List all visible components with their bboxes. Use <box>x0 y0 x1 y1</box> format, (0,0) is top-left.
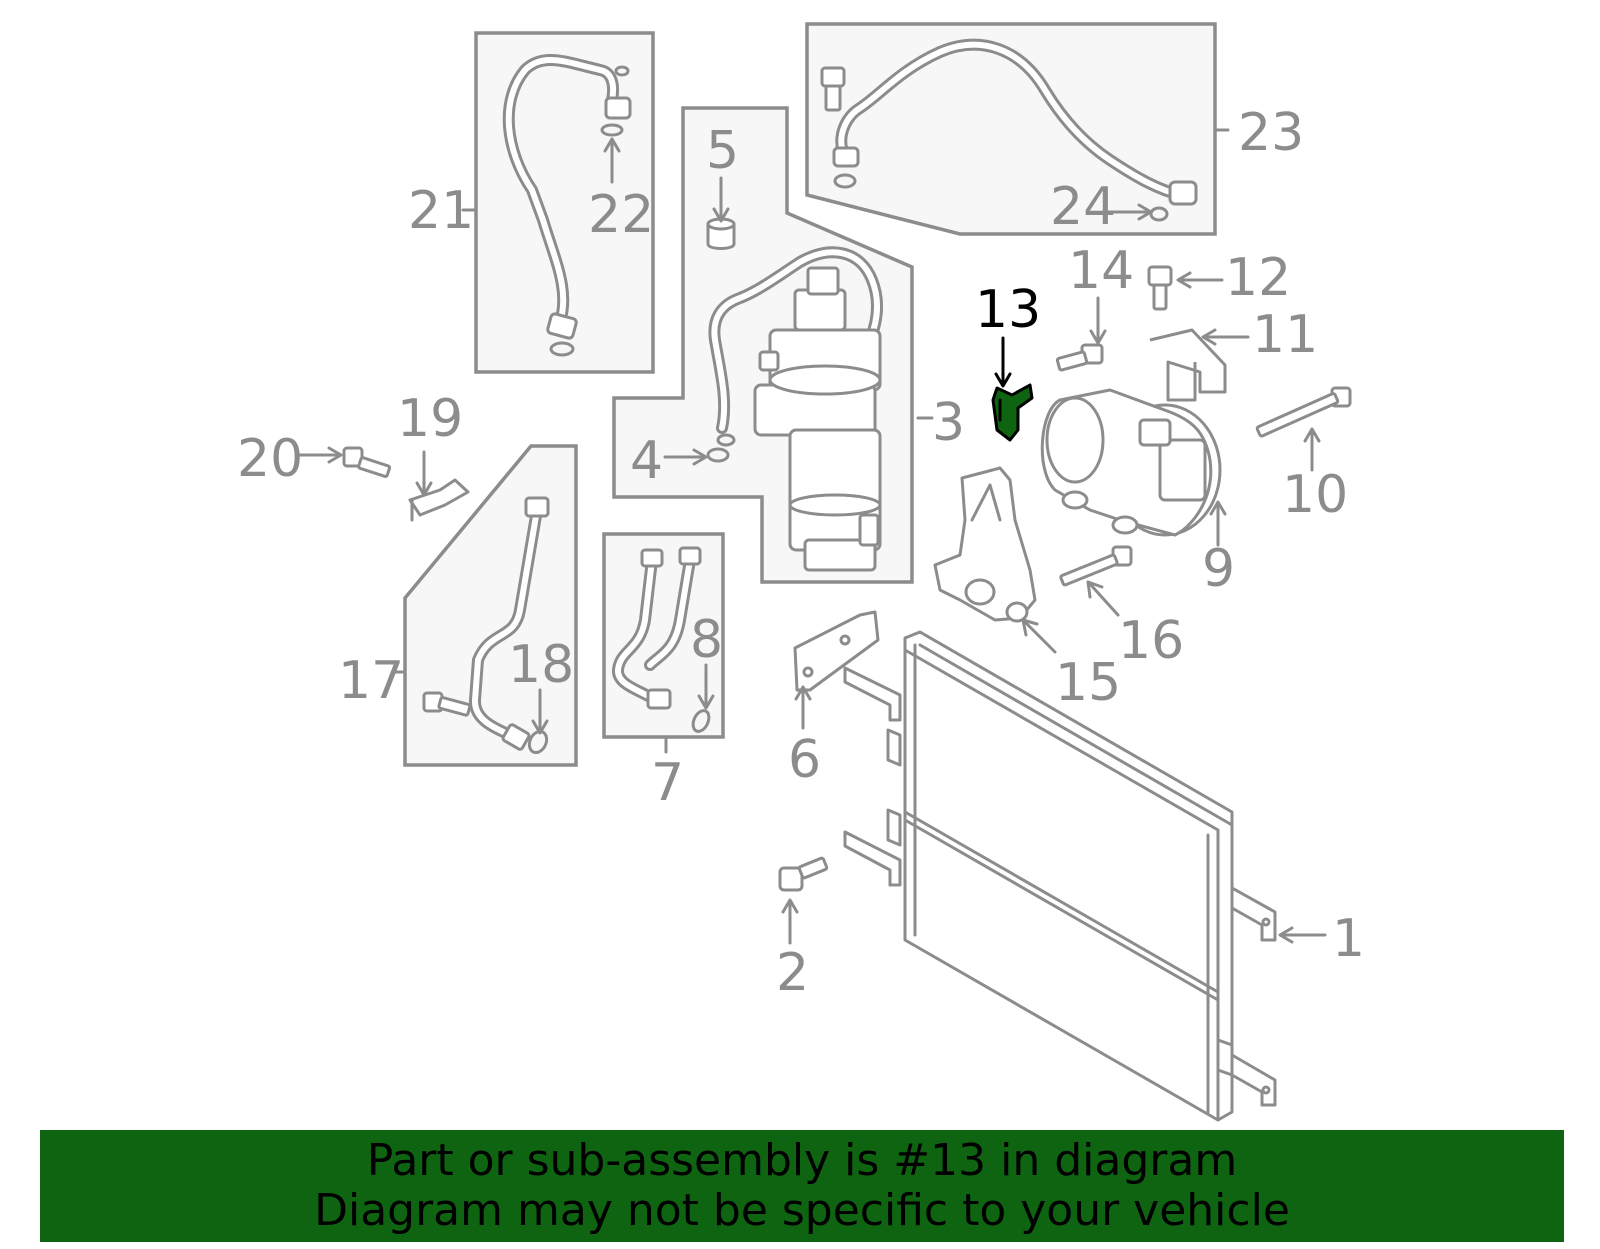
callout-6: 6 <box>788 730 821 790</box>
callout-23: 23 <box>1238 103 1304 163</box>
bolt-16 <box>1059 545 1133 587</box>
callout-15: 15 <box>1055 653 1121 713</box>
callout-3: 3 <box>932 393 965 453</box>
compressor-9 <box>1040 388 1222 537</box>
accumulator-3 <box>708 246 883 572</box>
bolt-17 <box>422 691 472 717</box>
callout-7: 7 <box>651 753 684 813</box>
bracket-11 <box>1149 328 1227 402</box>
banner-line-part: Part or sub-assembly is #13 in diagram <box>366 1135 1238 1186</box>
clip-19 <box>408 478 470 522</box>
banner-line-disclaimer: Diagram may not be specific to your vehi… <box>314 1185 1290 1236</box>
callout-19: 19 <box>397 389 463 449</box>
fitting-21-upper <box>604 96 632 120</box>
callout-24: 24 <box>1050 177 1116 237</box>
condenser-1 <box>843 630 1277 1122</box>
oring-22 <box>600 123 624 137</box>
callout-17: 17 <box>338 651 404 711</box>
oring-4 <box>706 447 730 463</box>
callout-10: 10 <box>1282 465 1348 525</box>
callout-4: 4 <box>630 431 663 491</box>
callout-1: 1 <box>1332 909 1365 969</box>
info-banner: Part or sub-assembly is #13 in diagram D… <box>40 1130 1564 1242</box>
fitting-21-lower <box>546 312 578 340</box>
callout-18: 18 <box>508 635 574 695</box>
bolt-23 <box>820 66 846 112</box>
oring-24 <box>1149 206 1169 222</box>
bolt-12 <box>1147 265 1173 311</box>
oring-18 <box>527 729 549 755</box>
bolt-2 <box>778 856 829 892</box>
callout-16: 16 <box>1118 611 1184 671</box>
callout-14: 14 <box>1068 241 1134 301</box>
part-13-highlighted <box>991 383 1034 442</box>
leader-lines <box>296 128 1327 945</box>
callout-5: 5 <box>706 121 739 181</box>
callout-13: 13 <box>975 280 1041 340</box>
callout-11: 11 <box>1252 305 1318 365</box>
bolt-14 <box>1055 343 1104 372</box>
bolt-20 <box>342 446 392 478</box>
callout-21: 21 <box>408 181 474 241</box>
callout-2: 2 <box>776 943 809 1003</box>
cap-5 <box>706 217 736 250</box>
oring-21 <box>549 341 575 357</box>
callout-labels: 1 2 3 4 5 6 7 8 9 10 11 12 13 14 15 16 1… <box>237 103 1365 1003</box>
callout-22: 22 <box>588 185 654 245</box>
fitting-23-right <box>1168 180 1198 206</box>
callout-12: 12 <box>1225 248 1291 308</box>
callout-8: 8 <box>690 610 723 670</box>
oring-8 <box>691 709 711 733</box>
callout-20: 20 <box>237 429 303 489</box>
callout-9: 9 <box>1202 539 1235 599</box>
bracket-6 <box>793 610 880 692</box>
bolt-10 <box>1255 386 1352 438</box>
fitting-23-left <box>832 146 860 168</box>
